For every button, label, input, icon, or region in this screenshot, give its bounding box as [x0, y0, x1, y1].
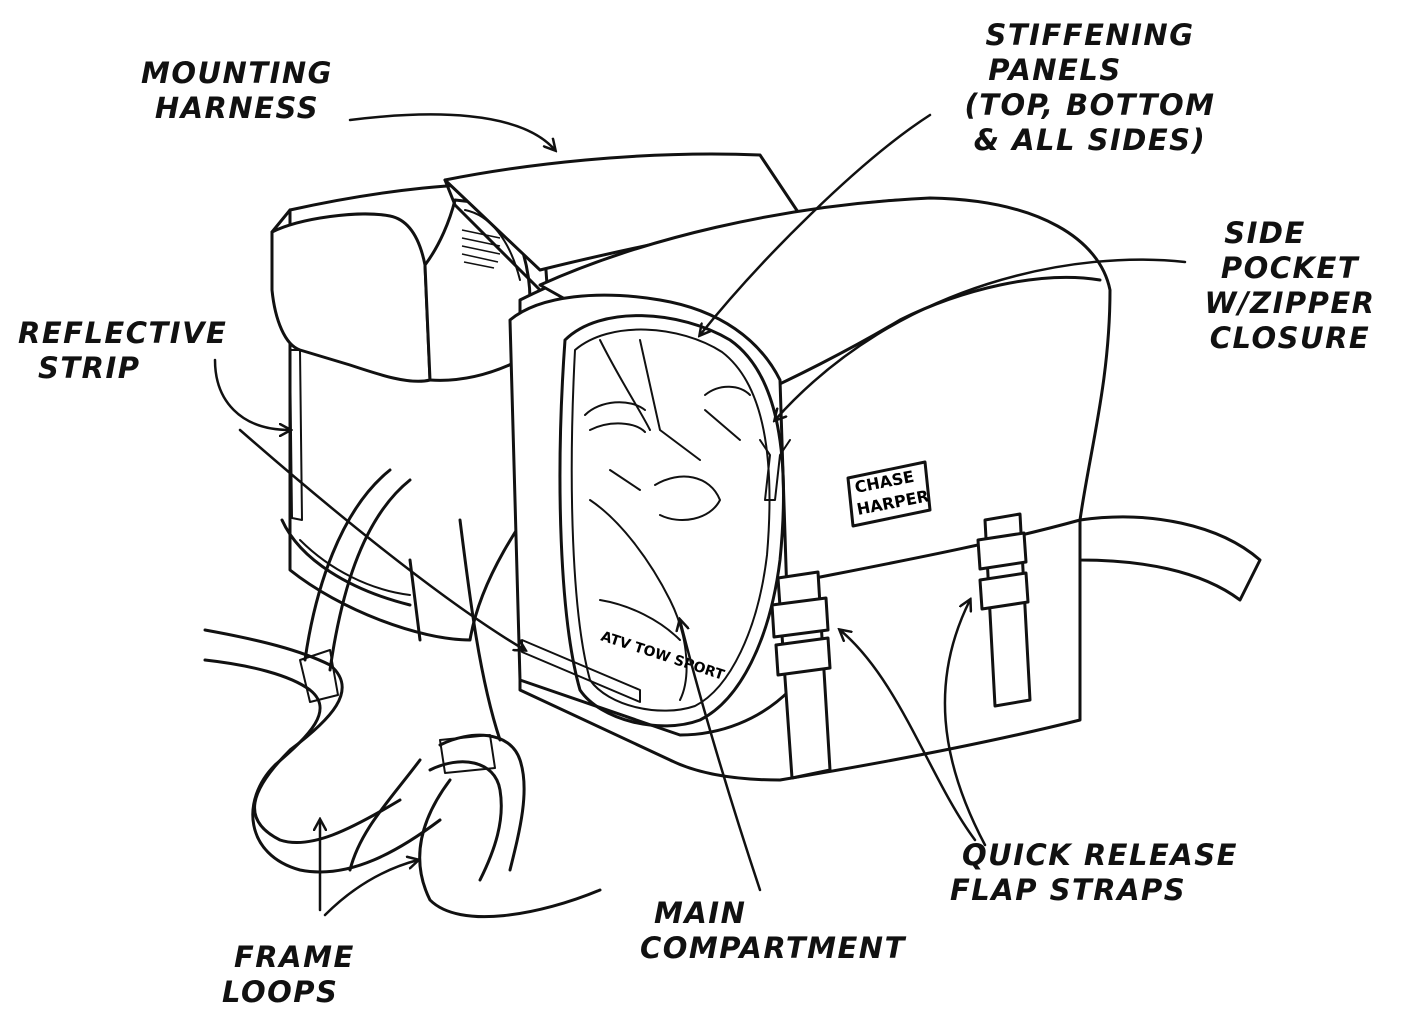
harness-shadow-hatch: [461, 229, 501, 269]
left-saddlebag: [270, 182, 562, 642]
label-mounting-harness: MOUNTING HARNESS: [122, 56, 352, 126]
label-frame-loops-line-1: FRAME: [234, 940, 355, 974]
chase-harper-logo: CHASE HARPER: [846, 460, 932, 528]
label-stiffening-panels-line-1: STIFFENING: [985, 18, 1195, 52]
main-saddlebag: CHASE HARPER ATV TOW SPORT: [508, 196, 1262, 782]
label-main-compartment-line-1: MAIN: [654, 896, 747, 930]
label-quick-release-line-1: QUICK RELEASE: [962, 838, 1238, 872]
label-quick-release-line-2: FLAP STRAPS: [950, 873, 1187, 907]
label-stiffening-panels-line-2: PANELS: [988, 53, 1122, 87]
label-quick-release: QUICK RELEASE FLAP STRAPS: [950, 838, 1280, 908]
label-side-pocket-line-4: CLOSURE: [1209, 321, 1371, 355]
label-main-compartment-line-2: COMPARTMENT: [640, 931, 906, 965]
label-frame-loops: FRAME LOOPS: [222, 940, 402, 1010]
label-stiffening-panels-line-4: & ALL SIDES): [973, 123, 1207, 157]
label-reflective-strip-line-2: STRIP: [38, 351, 141, 385]
label-side-pocket-line-1: SIDE: [1224, 216, 1306, 250]
label-side-pocket-line-3: W/ZIPPER: [1204, 286, 1376, 320]
label-main-compartment: MAIN COMPARTMENT: [640, 896, 950, 966]
label-reflective-strip-line-1: REFLECTIVE: [18, 316, 228, 350]
label-side-pocket: SIDE POCKET W/ZIPPER CLOSURE: [1190, 216, 1390, 356]
label-stiffening-panels-line-3: (TOP, BOTTOM: [964, 88, 1216, 122]
flap-strap-left: [770, 570, 832, 780]
leader-lines: [213, 113, 1187, 917]
label-stiffening-panels: STIFFENING PANELS (TOP, BOTTOM & ALL SID…: [940, 18, 1240, 158]
frame-loops: [203, 468, 602, 919]
flap-strap-right: [976, 512, 1032, 708]
label-mounting-harness-line-1: MOUNTING: [141, 56, 333, 90]
label-side-pocket-line-2: POCKET: [1220, 251, 1360, 285]
compartment-contents: [584, 339, 751, 701]
mounting-harness: [443, 152, 802, 292]
label-reflective-strip: REFLECTIVE STRIP: [18, 316, 258, 386]
label-frame-loops-line-2: LOOPS: [222, 975, 339, 1009]
label-mounting-harness-line-2: HARNESS: [154, 91, 320, 125]
